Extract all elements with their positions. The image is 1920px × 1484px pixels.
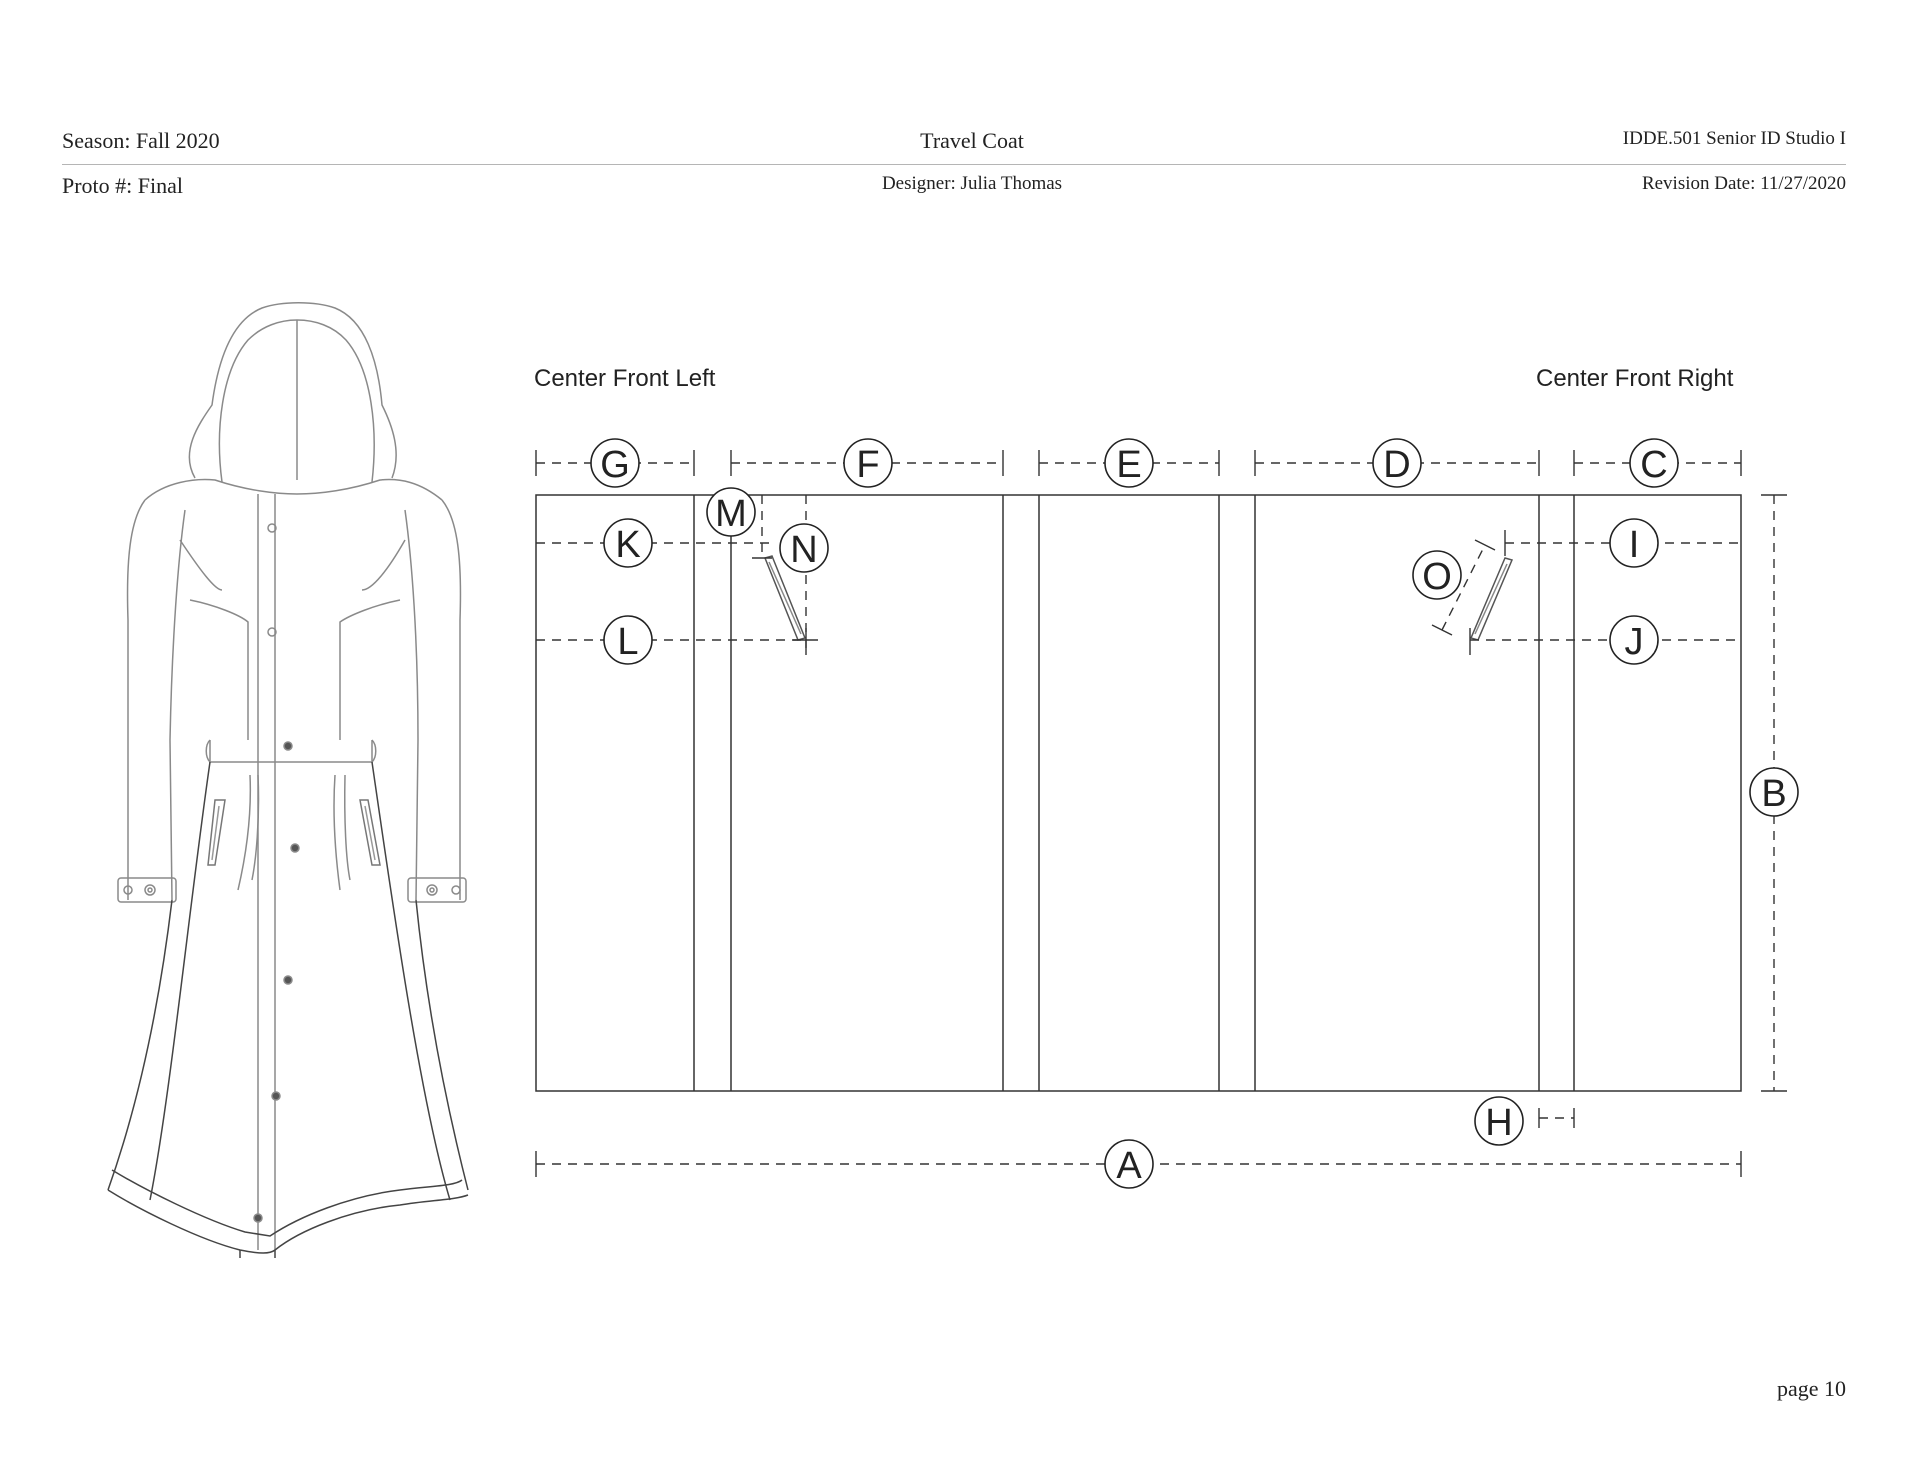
center-front-left-label: Center Front Left [534,365,716,392]
svg-text:D: D [1383,444,1410,486]
svg-text:N: N [790,529,817,571]
callout-o: O [1412,550,1462,600]
callout-e: E [1104,438,1154,488]
svg-text:L: L [617,621,638,663]
callout-b: B [1749,767,1799,817]
callout-a: A [1104,1139,1154,1189]
dimension-ticks [535,450,1787,1177]
callout-i: I [1609,518,1659,568]
callout-h: H [1474,1096,1524,1146]
document-title: Travel Coat [920,128,1024,153]
revision-date-label: Revision Date: 11/27/2020 [1641,173,1846,194]
left-zipper [763,555,807,641]
page-number: page 10 [1776,1376,1846,1401]
center-front-right-label: Center Front Right [1536,365,1734,392]
pattern-panels [535,494,1742,1092]
svg-text:B: B [1761,773,1786,815]
svg-text:F: F [856,444,879,486]
callout-m: M [706,487,756,537]
svg-text:M: M [715,493,747,535]
dimension-lines [536,462,1775,1165]
callout-f: F [843,438,893,488]
callout-j: J [1609,615,1659,665]
callouts: G F E D C M K N L I O J B H A [590,438,1799,1189]
header-divider [62,164,1846,165]
callout-d: D [1372,438,1422,488]
callout-g: G [590,438,640,488]
callout-c: C [1629,438,1679,488]
svg-text:C: C [1640,444,1667,486]
pattern-outline [535,494,1742,1092]
callout-l: L [603,615,653,665]
svg-text:I: I [1629,524,1640,566]
callout-k: K [603,518,653,568]
svg-text:K: K [615,524,640,566]
proto-label: Proto #: Final [62,173,184,198]
season-label: Season: Fall 2020 [62,128,220,153]
svg-text:O: O [1422,556,1452,598]
svg-text:E: E [1116,444,1141,486]
coat-illustration [107,302,469,1258]
svg-text:H: H [1485,1102,1512,1144]
svg-text:A: A [1116,1145,1142,1187]
svg-text:G: G [600,444,630,486]
svg-text:J: J [1625,621,1644,663]
pattern-zippers [763,555,1514,641]
callout-n: N [779,523,829,573]
course-label: IDDE.501 Senior ID Studio I [1622,128,1846,149]
designer-label: Designer: Julia Thomas [881,173,1063,194]
